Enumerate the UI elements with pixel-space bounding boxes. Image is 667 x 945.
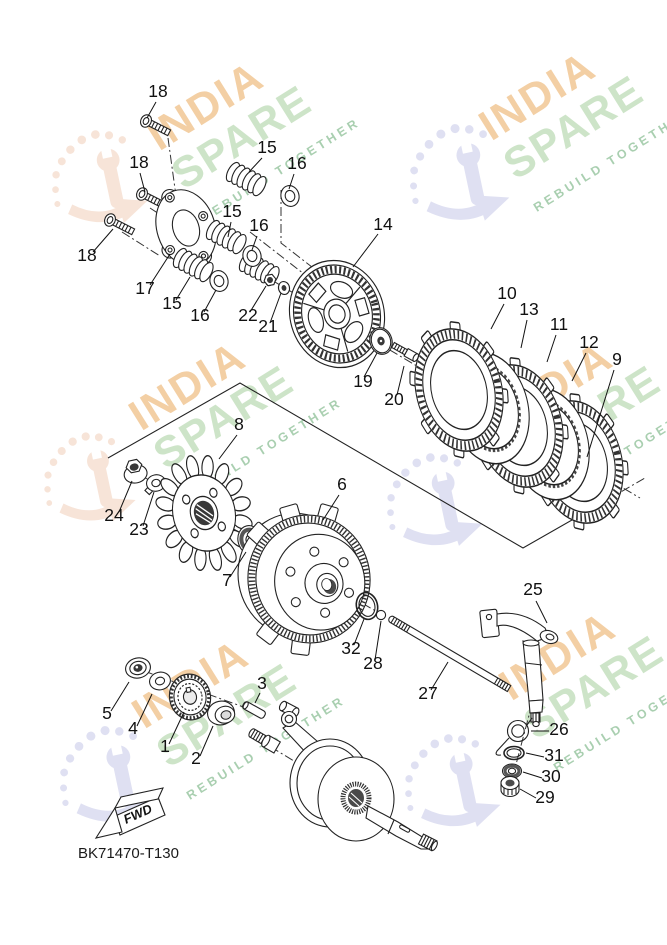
callout-13: 13 bbox=[519, 299, 538, 319]
callout-3: 3 bbox=[257, 673, 267, 693]
callout-31: 31 bbox=[544, 745, 563, 765]
callout-30: 30 bbox=[541, 766, 561, 786]
callout-12: 12 bbox=[579, 332, 598, 352]
callout-16: 16 bbox=[287, 153, 306, 173]
callout-24: 24 bbox=[104, 505, 124, 525]
pressure-plate-14 bbox=[288, 259, 386, 369]
callout-9: 9 bbox=[612, 349, 622, 369]
callout-22: 22 bbox=[238, 305, 257, 325]
nut-24 bbox=[123, 458, 148, 484]
nut-5 bbox=[125, 657, 151, 679]
callout-17: 17 bbox=[135, 278, 154, 298]
washer-21 bbox=[277, 280, 291, 296]
watermark-text: INDIA SPARE REBUILD TOGETHER bbox=[471, 42, 667, 215]
wrench-logo-icon bbox=[394, 726, 504, 841]
circlip-31 bbox=[503, 745, 525, 761]
callout-29: 29 bbox=[535, 787, 554, 807]
callout-25: 25 bbox=[523, 579, 542, 599]
callout-18: 18 bbox=[148, 81, 167, 101]
callout-16: 16 bbox=[190, 305, 209, 325]
torsion-spring-26 bbox=[495, 717, 533, 756]
callout-2: 2 bbox=[191, 748, 201, 768]
crankshaft bbox=[248, 700, 438, 852]
callout-15: 15 bbox=[222, 201, 241, 221]
callout-15: 15 bbox=[257, 137, 276, 157]
washer-19 bbox=[369, 327, 393, 355]
callout-pointers bbox=[92, 101, 615, 799]
callout-4: 4 bbox=[128, 718, 138, 738]
spring-plate-17 bbox=[155, 188, 217, 267]
callout-14: 14 bbox=[373, 214, 393, 234]
watermark-text: INDIA SPARE REBUILD TOGETHER bbox=[491, 602, 667, 775]
callout-5: 5 bbox=[102, 703, 112, 723]
washer-4 bbox=[149, 671, 171, 691]
callout-10: 10 bbox=[497, 283, 517, 303]
ring-32 bbox=[355, 591, 379, 621]
seal-30 bbox=[501, 763, 523, 779]
callout-18: 18 bbox=[77, 245, 96, 265]
fwd-arrow-head bbox=[94, 806, 123, 839]
drawing-number: BK71470-T130 bbox=[78, 845, 179, 862]
callout-32: 32 bbox=[341, 638, 360, 658]
callout-16: 16 bbox=[249, 215, 268, 235]
callout-15: 15 bbox=[162, 293, 181, 313]
callout-19: 19 bbox=[353, 371, 372, 391]
nut-22 bbox=[263, 273, 277, 287]
primary-drive-gear-1 bbox=[168, 673, 212, 721]
wrench-logo-icon bbox=[376, 445, 486, 560]
bolt-20 bbox=[390, 341, 420, 363]
callout-8: 8 bbox=[234, 414, 244, 434]
clutch-housing-6 bbox=[237, 503, 371, 656]
bushing-29 bbox=[500, 775, 520, 798]
callout-11: 11 bbox=[550, 314, 568, 334]
callout-7: 7 bbox=[222, 570, 232, 590]
wrench-logo-icon bbox=[41, 122, 151, 237]
callout-23: 23 bbox=[129, 519, 148, 539]
callout-21: 21 bbox=[258, 316, 277, 336]
callout-1: 1 bbox=[160, 736, 170, 756]
dowel-pin-3 bbox=[242, 701, 266, 719]
callout-numbers: 18 18 18 15 16 15 16 17 15 16 22 21 14 1… bbox=[77, 81, 622, 807]
push-lever-25 bbox=[479, 608, 559, 728]
callout-6: 6 bbox=[337, 474, 347, 494]
lock-washer-23 bbox=[144, 474, 166, 496]
fwd-arrow-top-edge bbox=[113, 787, 164, 809]
ball-28 bbox=[375, 609, 387, 621]
clutch-boss-8 bbox=[155, 455, 253, 571]
callout-28: 28 bbox=[363, 653, 382, 673]
callout-27: 27 bbox=[418, 683, 437, 703]
push-rod-27 bbox=[388, 615, 512, 693]
callout-18: 18 bbox=[129, 152, 148, 172]
fwd-marker: FWD bbox=[94, 787, 166, 839]
callout-26: 26 bbox=[549, 719, 568, 739]
callout-20: 20 bbox=[384, 389, 404, 409]
collar-2 bbox=[207, 700, 236, 726]
